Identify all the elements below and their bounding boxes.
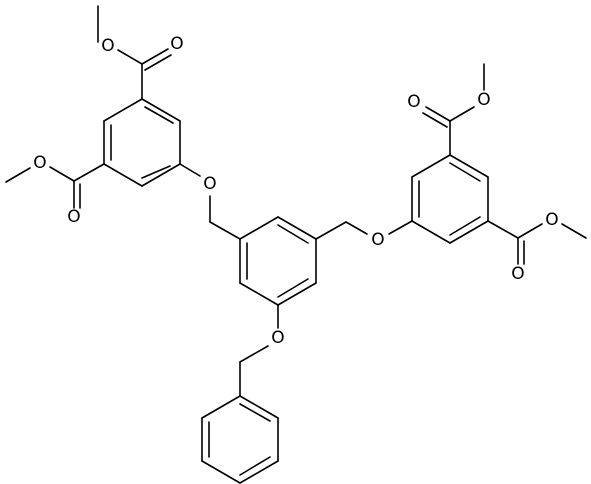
ester-top-left-upper: [97, 5, 172, 100]
bond: [73, 163, 105, 182]
bond: [179, 163, 201, 177]
ether-left: [179, 163, 241, 240]
bond: [239, 282, 279, 306]
bond: [315, 221, 347, 240]
bond: [141, 98, 181, 122]
bond-inner: [239, 403, 271, 422]
bond: [449, 154, 489, 178]
bond: [487, 220, 519, 239]
bond: [239, 216, 279, 240]
oxygen-ester-right-upper: O: [477, 90, 490, 110]
bond: [411, 220, 451, 244]
bond: [239, 460, 279, 484]
bond-inner: [141, 165, 171, 179]
bond: [449, 106, 475, 122]
bond: [201, 460, 241, 484]
bond: [449, 220, 489, 244]
benzyloxy: [239, 304, 279, 397]
oxygen-carbonyl-right-upper: O: [407, 92, 420, 112]
bond: [422, 112, 448, 128]
bond: [411, 154, 451, 178]
bond: [49, 166, 75, 182]
oxygen-ether-left: O: [203, 174, 216, 194]
oxygen-carbonyl-left: O: [67, 207, 80, 227]
bond-inner: [449, 216, 481, 236]
bond: [425, 106, 451, 122]
ester-right-lower: [487, 220, 587, 265]
bond: [239, 345, 269, 363]
oxygen-carbonyl-right-lower: O: [511, 264, 524, 284]
oxygen-ether-right: O: [371, 230, 384, 250]
ring-center: [239, 216, 317, 306]
bond: [388, 220, 413, 235]
ring-bottom: [201, 395, 279, 484]
bond: [103, 163, 143, 187]
oxygen-ester-top-left: O: [101, 36, 114, 56]
bond-inner: [449, 162, 481, 182]
oxygen-carbonyl-top-left: O: [170, 34, 183, 54]
bond-inner: [277, 224, 309, 244]
oxygen-benzyloxy: O: [271, 328, 284, 348]
ether-right: [315, 220, 413, 240]
bond: [103, 98, 143, 122]
ring-right: [411, 154, 489, 244]
bond: [517, 223, 543, 239]
bond-inner: [144, 106, 174, 124]
bond: [5, 167, 31, 183]
bond: [209, 221, 241, 240]
ester-top-left-lower: [5, 163, 105, 209]
bond-inner: [239, 456, 271, 476]
ring-top-left: [103, 98, 181, 187]
bond: [561, 223, 587, 239]
oxygen-ester-left: O: [33, 153, 46, 173]
bond: [141, 163, 181, 187]
bond: [277, 216, 317, 240]
bond: [141, 48, 169, 65]
bond-inner: [277, 278, 309, 298]
bond: [345, 221, 368, 235]
bond: [144, 54, 172, 71]
bond: [239, 395, 279, 419]
oxygen-ester-right-lower: O: [545, 210, 558, 230]
bond: [201, 395, 241, 419]
bond: [277, 282, 317, 306]
ester-right-upper: [422, 63, 485, 156]
bond: [117, 49, 143, 65]
